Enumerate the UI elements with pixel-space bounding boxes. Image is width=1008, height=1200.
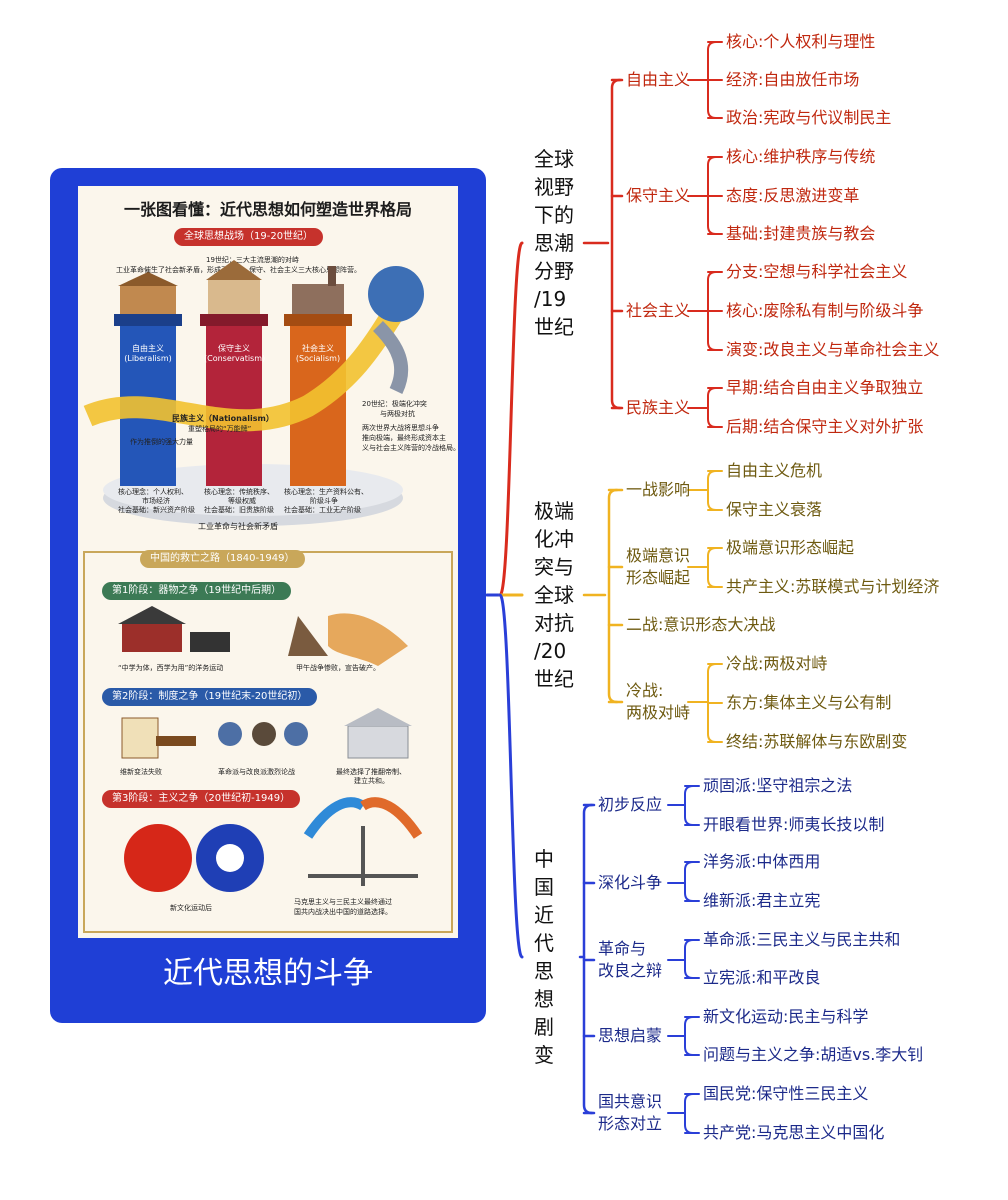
leaf-2-4-1[interactable]: 共产党:马克思主义中国化 (703, 1123, 885, 1142)
leaf-1-0-1[interactable]: 保守主义衰落 (726, 500, 823, 519)
branch-connector-0 (498, 241, 524, 597)
leaf-1-1-1[interactable]: 共产主义:苏联模式与计划经济 (726, 577, 940, 596)
stage3-pill: 第3阶段：主义之争（20世纪初-1949） (102, 790, 301, 808)
leaf-0-0-1[interactable]: 经济:自由放任市场 (726, 70, 860, 89)
pillar3-note-3: 社会基础：工业无产阶级 (284, 506, 361, 514)
child-0-3[interactable]: 民族主义 (626, 398, 691, 417)
stage3-caption-c: 国共内战决出中国的道路选择。 (294, 908, 392, 916)
right-note-5: 义与社会主义阵营的冷战格局。 (362, 444, 458, 452)
pillar2-note-1: 核心理念：传统秩序、 (204, 488, 274, 496)
stage2-caption-d: 建立共和。 (354, 777, 389, 785)
stage3-caption-b: 马克思主义与三民主义最终通过 (294, 898, 392, 906)
leaf-1-3-2[interactable]: 终结:苏联解体与东欧剧变 (726, 732, 908, 751)
stage2-caption-a: 维新变法失败 (120, 768, 162, 776)
leaf-2-3-0[interactable]: 新文化运动:民主与科学 (703, 1007, 869, 1026)
ribbon-title: 民族主义（Nationalism） (172, 414, 274, 423)
stage1-caption-b: 甲午战争惨败，宣告破产。 (296, 664, 380, 672)
pillar3-note-2: 阶级斗争 (310, 497, 338, 505)
pillar-socialism-label: 社会主义(Socialism) (295, 344, 341, 363)
stage3-caption-a: 新文化运动后 (170, 904, 212, 912)
pillar1-note-3: 社会基础：新兴资产阶级 (118, 506, 195, 514)
stage2-caption-b: 革命派与改良派激烈论战 (218, 768, 295, 776)
section1-intro-1: 19世纪：三大主流思潮的对峙 (206, 256, 299, 264)
leaf-0-3-0[interactable]: 早期:结合自由主义争取独立 (726, 378, 924, 397)
pillar1-note-2: 市场经济 (142, 497, 170, 505)
child-0-2[interactable]: 社会主义 (626, 301, 691, 320)
child-2-1[interactable]: 深化斗争 (598, 873, 663, 892)
leaf-0-0-2[interactable]: 政治:宪政与代议制民主 (726, 108, 892, 127)
ribbon-subtitle: 重塑格局的“万能牌” (188, 425, 252, 433)
section2-pill: 中国的救亡之路（1840-1949） (140, 550, 305, 568)
pillar-conservatism-label: 保守主义(Conservatism) (204, 344, 266, 363)
right-note-1: 20世纪：极端化冲突 (362, 400, 427, 408)
leaf-2-2-1[interactable]: 立宪派:和平改良 (703, 968, 821, 987)
pillar2-note-2: 等级权威 (228, 497, 256, 505)
child-1-1[interactable]: 极端意识形态崛起 (626, 546, 691, 587)
leaf-1-1-0[interactable]: 极端意识形态崛起 (726, 538, 855, 557)
child-2-2[interactable]: 革命与改良之辩 (598, 939, 663, 980)
child-2-0[interactable]: 初步反应 (598, 795, 663, 814)
leaf-2-1-0[interactable]: 洋务派:中体西用 (703, 852, 821, 871)
child-2-3[interactable]: 思想启蒙 (598, 1026, 663, 1045)
child-1-3[interactable]: 冷战:两极对峙 (626, 681, 691, 722)
right-note-4: 推向极端，最终形成资本主 (362, 434, 446, 442)
poster-card: 一张图看懂：近代思想如何塑造世界格局 全球思想战场（19-20世纪） 19世纪：… (50, 168, 486, 1023)
leaf-2-3-1[interactable]: 问题与主义之争:胡适vs.李大钊 (703, 1045, 924, 1064)
leaf-2-2-0[interactable]: 革命派:三民主义与民主共和 (703, 930, 901, 949)
child-1-0[interactable]: 一战影响 (626, 480, 691, 499)
right-note-3: 两次世界大战将思想斗争 (362, 424, 439, 432)
pillar1-note-1: 核心理念：个人权利、 (118, 488, 188, 496)
stage1-caption-a: “中学为体，西学为用”的洋务运动 (118, 664, 224, 672)
leaf-1-0-0[interactable]: 自由主义危机 (726, 461, 823, 480)
child-0-1[interactable]: 保守主义 (626, 186, 691, 205)
leaf-0-0-0[interactable]: 核心:个人权利与理性 (726, 32, 876, 51)
branch-label-2[interactable]: 中国近代思想剧变 (534, 847, 554, 1067)
right-note-2: 与两极对抗 (380, 410, 415, 418)
stage2-caption-c: 最终选择了推翻帝制、 (336, 768, 406, 776)
leaf-0-3-1[interactable]: 后期:结合保守主义对外扩张 (726, 417, 924, 436)
card-caption: 近代思想的斗争 (163, 956, 373, 991)
leaf-2-0-1[interactable]: 开眼看世界:师夷长技以制 (703, 815, 885, 834)
leaf-2-1-1[interactable]: 维新派:君主立宪 (703, 891, 821, 910)
poster-title: 一张图看懂：近代思想如何塑造世界格局 (123, 200, 412, 219)
ribbon-note: 作为推倒的强大力量 (130, 438, 193, 446)
stage2-pill: 第2阶段：制度之争（19世纪末-20世纪初） (102, 688, 318, 706)
child-0-0[interactable]: 自由主义 (626, 70, 691, 89)
base-label: 工业革命与社会新矛盾 (198, 522, 278, 531)
leaf-0-1-1[interactable]: 态度:反思激进变革 (726, 186, 860, 205)
leaf-2-0-0[interactable]: 顽固派:坚守祖宗之法 (703, 776, 853, 795)
pillar2-note-3: 社会基础：旧贵族阶级 (204, 506, 274, 514)
leaf-0-1-0[interactable]: 核心:维护秩序与传统 (726, 147, 876, 166)
leaf-1-3-0[interactable]: 冷战:两极对峙 (726, 654, 828, 673)
stage1-pill: 第1阶段：器物之争（19世纪中后期） (102, 582, 292, 600)
leaf-2-4-0[interactable]: 国民党:保守性三民主义 (703, 1084, 869, 1103)
leaf-0-2-2[interactable]: 演变:改良主义与革命社会主义 (726, 340, 940, 359)
child-1-2[interactable]: 二战:意识形态大决战 (626, 615, 776, 634)
poster-illustration (83, 260, 453, 933)
child-2-4[interactable]: 国共意识形态对立 (598, 1092, 663, 1133)
section1-pill: 全球思想战场（19-20世纪） (174, 228, 324, 246)
pillar-liberalism-label: 自由主义(Liberalism) (124, 344, 172, 363)
pillar3-note-1: 核心理念：生产资料公有、 (284, 488, 368, 496)
branch-connector-2 (498, 593, 524, 959)
leaf-0-2-0[interactable]: 分支:空想与科学社会主义 (726, 262, 908, 281)
leaf-0-1-2[interactable]: 基础:封建贵族与教会 (726, 224, 876, 243)
poster-image: 一张图看懂：近代思想如何塑造世界格局 全球思想战场（19-20世纪） 19世纪：… (78, 186, 458, 938)
leaf-0-2-1[interactable]: 核心:废除私有制与阶级斗争 (726, 301, 924, 320)
leaf-1-3-1[interactable]: 东方:集体主义与公有制 (726, 693, 892, 712)
